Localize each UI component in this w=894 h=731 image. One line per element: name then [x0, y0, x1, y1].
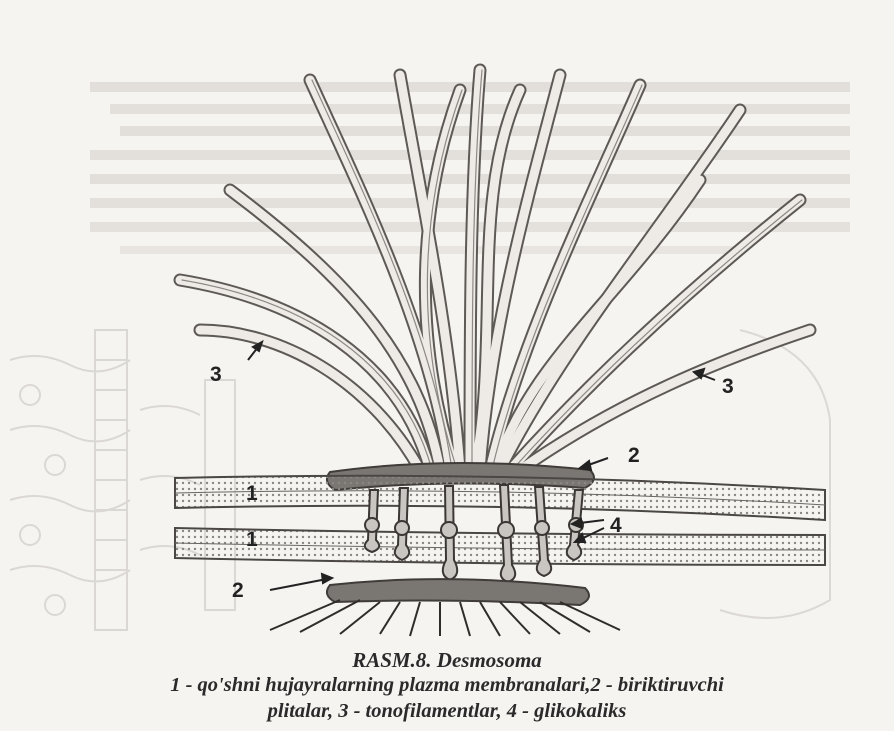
figure-caption-title: RASM.8. Desmosoma	[0, 648, 894, 673]
figure-caption-line-2: plitalar, 3 - tonofilamentlar, 4 - gliko…	[0, 700, 894, 723]
lower-filaments	[270, 600, 620, 636]
label-plaque-top: 2	[628, 444, 640, 467]
attachment-plaque-bottom	[327, 579, 589, 605]
figure-caption-line-1: 1 - qo'shni hujayralarning plazma membra…	[0, 674, 894, 697]
label-membrane-b: 1	[246, 528, 258, 551]
label-glycocalyx: 4	[610, 514, 622, 537]
label-plaque-bottom: 2	[232, 579, 244, 602]
label-filament-left: 3	[210, 363, 222, 386]
label-membrane-a: 1	[246, 482, 258, 505]
desmosome-illustration: 1 1 2 2 3 3 4	[0, 0, 894, 640]
label-filament-right: 3	[722, 375, 734, 398]
